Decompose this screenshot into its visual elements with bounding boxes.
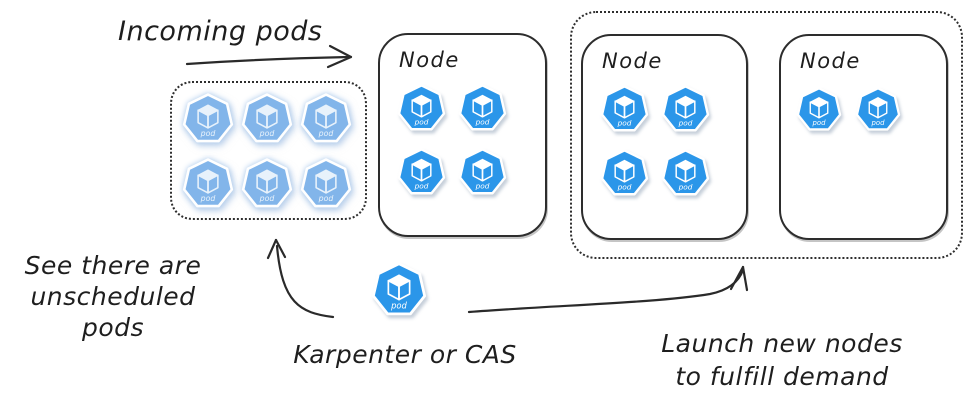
svg-text:pod: pod (318, 129, 334, 138)
node-label: Node (800, 49, 861, 73)
node-1-pod-grid: pod pod pod pod (397, 83, 545, 196)
svg-text:pod: pod (259, 129, 275, 138)
launch-nodes-arrow (467, 265, 749, 314)
launch-nodes-caption: Launch new nodes to fulfill demand (636, 327, 928, 393)
svg-text:pod: pod (414, 118, 429, 127)
svg-text:pod: pod (475, 182, 490, 191)
svg-text:pod: pod (318, 194, 334, 203)
karpenter-pod: pod (371, 261, 427, 317)
pod-icon: pod (600, 84, 649, 133)
node-box-2: Node pod pod pod pod (581, 34, 748, 240)
incoming-pods-arrow (185, 44, 353, 69)
svg-text:pod: pod (678, 183, 693, 192)
node-label: Node (602, 49, 663, 73)
svg-text:pod: pod (678, 119, 693, 128)
svg-text:pod: pod (390, 301, 407, 311)
pod-icon: pod (458, 147, 507, 196)
svg-text:pod: pod (475, 118, 490, 127)
svg-text:pod: pod (200, 194, 216, 203)
pod-icon: pod (397, 147, 446, 196)
karpenter-caption: Karpenter or CAS (293, 340, 517, 369)
caption-line: Launch new nodes (661, 329, 903, 358)
pod-icon: pod (300, 157, 352, 209)
karpenter-pod-grid: pod (371, 261, 427, 317)
pod-icon: pod (182, 157, 234, 209)
svg-text:pod: pod (617, 119, 632, 128)
pod-icon: pod (661, 148, 710, 197)
pod-icon: pod (855, 86, 901, 132)
node-box-1: Node pod pod pod pod (378, 33, 547, 237)
incoming-pods-label: Incoming pods (118, 16, 323, 47)
pod-icon: pod (661, 84, 710, 133)
unscheduled-pods-group: pod pod pod pod pod pod (170, 81, 367, 220)
pod-icon: pod (241, 92, 293, 144)
new-nodes-group: Node pod pod pod pod Node pod pod (570, 11, 963, 259)
svg-text:pod: pod (871, 119, 886, 127)
pod-icon: pod (397, 83, 446, 132)
caption-line: See there are (24, 251, 202, 280)
node-box-3: Node pod pod (779, 34, 948, 240)
pod-icon: pod (241, 157, 293, 209)
pod-icon: pod (600, 148, 649, 197)
pending-pod-grid: pod pod pod pod pod pod (172, 83, 365, 209)
unscheduled-pods-caption: See there are unscheduled pods (6, 250, 220, 343)
node-3-pod-grid: pod pod (796, 86, 946, 132)
caption-line: unscheduled (30, 282, 196, 311)
pod-icon: pod (371, 261, 427, 317)
pod-icon: pod (458, 83, 507, 132)
svg-text:pod: pod (259, 194, 275, 203)
pod-icon: pod (300, 92, 352, 144)
svg-text:pod: pod (812, 119, 827, 127)
caption-line: pods (81, 313, 145, 342)
unscheduled-pods-arrow (266, 238, 335, 319)
pod-icon: pod (796, 86, 842, 132)
node-label: Node (399, 48, 460, 72)
svg-text:pod: pod (414, 182, 429, 191)
svg-text:pod: pod (200, 129, 216, 138)
svg-text:pod: pod (617, 183, 632, 192)
pod-icon: pod (182, 92, 234, 144)
caption-line: to fulfill demand (675, 362, 889, 391)
node-2-pod-grid: pod pod pod pod (600, 84, 746, 197)
